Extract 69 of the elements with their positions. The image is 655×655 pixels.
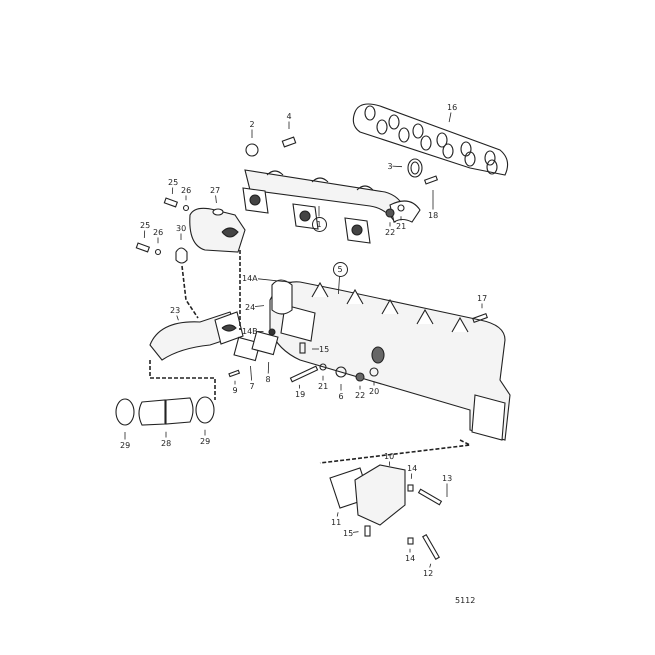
callout-number: 12 [423, 568, 434, 578]
leader-line [318, 206, 320, 217]
callout-number: 10 [384, 450, 394, 462]
callout-number: 21 [318, 380, 328, 392]
callout-number: 20 [369, 386, 380, 396]
callout-number: 17 [477, 292, 488, 304]
leader-line [288, 121, 290, 130]
leader-line [258, 331, 264, 332]
callout-number: 26 [153, 226, 164, 238]
leader-line [144, 230, 146, 238]
leader-line [429, 563, 432, 568]
leader-line [176, 315, 179, 321]
callout-number: 23 [170, 304, 180, 316]
callout-number: 15 [343, 528, 354, 538]
leader-line [268, 362, 270, 374]
callout-number: 22 [385, 226, 396, 238]
leader-line [180, 233, 182, 240]
leader-line [250, 366, 252, 381]
callout-number: 13 [442, 472, 452, 484]
leader-line [392, 166, 402, 168]
callout-number: 18 [428, 210, 438, 220]
leader-line [336, 512, 338, 517]
leader-line [389, 461, 390, 466]
leader-line [124, 432, 126, 440]
callout-number: 27 [210, 184, 220, 196]
leader-line [312, 348, 320, 350]
callout-number: 11 [331, 516, 342, 528]
leader-line [432, 190, 434, 210]
leader-line [446, 483, 448, 498]
leader-line [215, 195, 217, 204]
leader-line [352, 531, 359, 533]
leader-line [410, 473, 412, 480]
leader-line [234, 380, 236, 385]
callout-number: 29 [120, 440, 130, 450]
callout-number: 14A [242, 272, 258, 284]
callout-number: 16 [447, 102, 458, 112]
leader-line [258, 278, 292, 283]
callout-number: 14 [407, 462, 418, 474]
leader-line [172, 187, 174, 194]
callout-number: 15 [319, 344, 330, 354]
leader-line [254, 305, 264, 307]
leader-line [298, 384, 300, 389]
callout-number: 2 [250, 118, 255, 130]
leader-line [338, 276, 340, 294]
callout-number: 9 [232, 384, 238, 396]
callout-number: 5 [332, 262, 348, 276]
leader-line [400, 216, 402, 221]
callout-number: 28 [161, 438, 172, 448]
leader-line [204, 429, 206, 436]
callout-number: 19 [295, 388, 306, 400]
callout-number: 8 [266, 374, 271, 384]
callout-number: 14 [405, 552, 416, 564]
callout-number: 1 [312, 216, 326, 232]
callout-number: 21 [396, 220, 406, 232]
callout-number: 24 [245, 302, 256, 312]
callout-number: 4 [286, 110, 292, 122]
callout-number: 25 [140, 220, 150, 230]
callout-number: 26 [181, 184, 192, 196]
leader-line [322, 375, 324, 381]
drawing-number: 5112 [455, 595, 476, 606]
callout-number: 29 [200, 436, 210, 446]
callout-number: 30 [176, 222, 186, 234]
callout-number: 22 [355, 390, 366, 400]
leader-line [448, 112, 452, 122]
callout-number: 6 [338, 390, 344, 402]
callout-number: 25 [168, 176, 178, 188]
callout-number: 7 [250, 380, 255, 392]
callout-number: 3 [388, 160, 393, 172]
leader-line [340, 384, 342, 391]
